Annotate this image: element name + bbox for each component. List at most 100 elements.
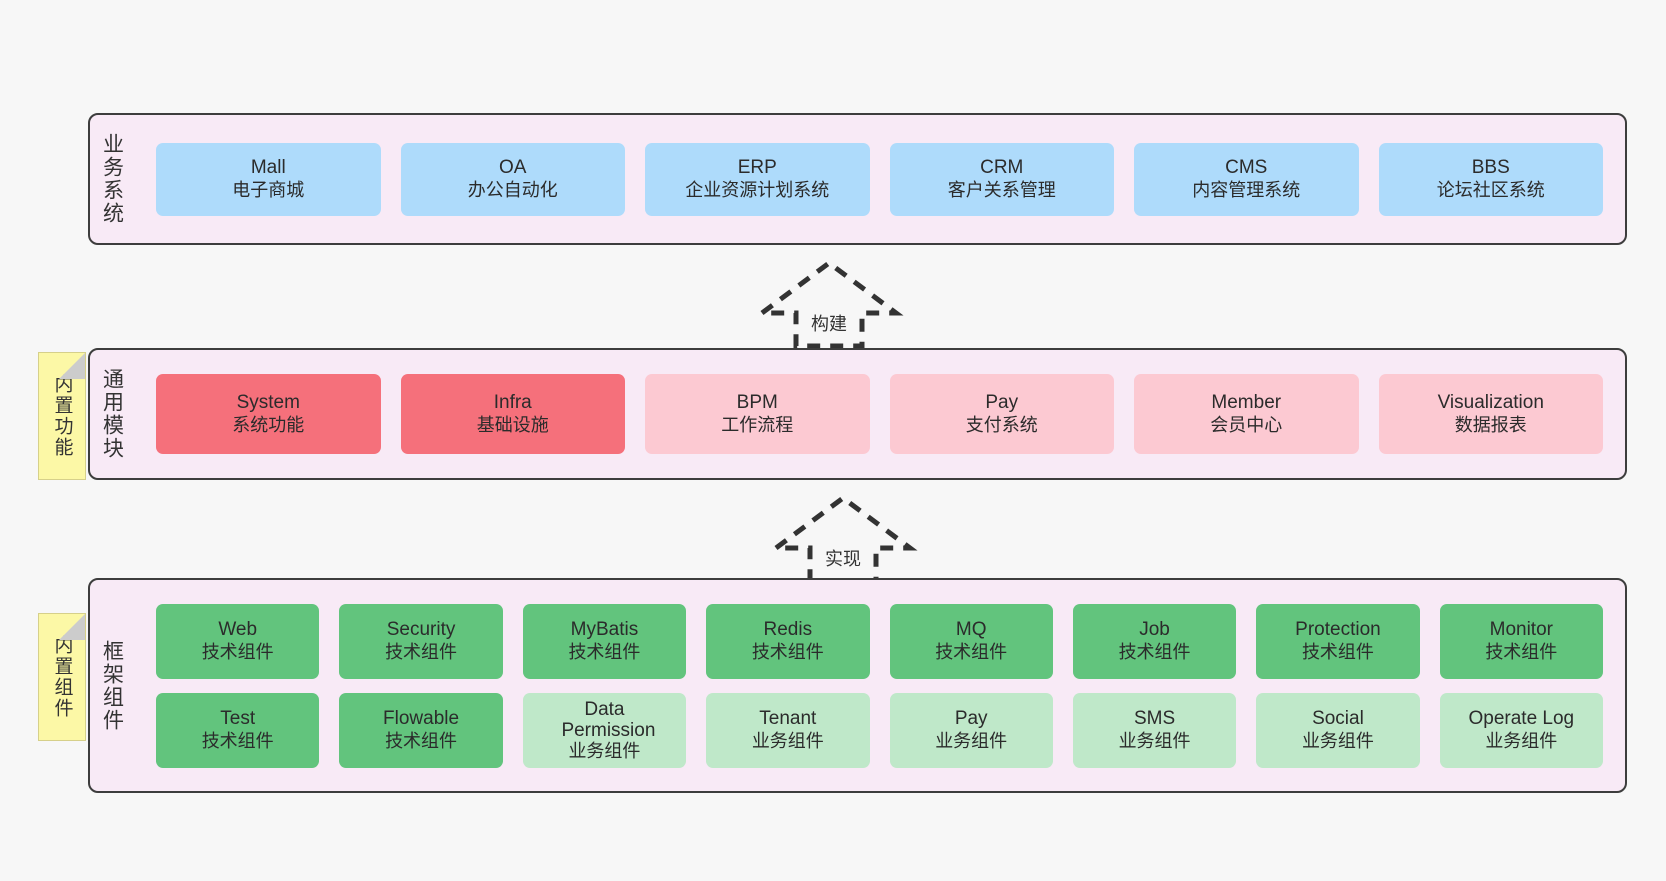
module-card-web[interactable]: Web 技术组件 bbox=[156, 603, 320, 679]
module-card-title: BBS bbox=[1471, 157, 1510, 179]
module-card-subtitle: 支付系统 bbox=[965, 414, 1038, 435]
module-card-title: Data Permission bbox=[561, 698, 656, 741]
module-card-title: ERP bbox=[737, 157, 777, 179]
business-card-row: Mall 电子商城 OA 办公自动化 ERP 企业资源计划系统 CRM 客户关系… bbox=[146, 142, 1613, 216]
module-card-social[interactable]: Social 业务组件 bbox=[1256, 692, 1420, 768]
module-card-title: Pay bbox=[985, 392, 1019, 414]
sticky-note-label: 内置组件 bbox=[51, 635, 73, 719]
module-card-tenant[interactable]: Tenant 业务组件 bbox=[706, 692, 870, 768]
common-card-row: System 系统功能 Infra 基础设施 BPM 工作流程 Pay 支付系统… bbox=[146, 374, 1613, 454]
module-card-cms[interactable]: CMS 内容管理系统 bbox=[1134, 142, 1359, 216]
module-card-title: Job bbox=[1139, 619, 1170, 641]
module-card-title: Web bbox=[218, 619, 258, 641]
module-card-security[interactable]: Security 技术组件 bbox=[339, 603, 503, 679]
layer-business-system: 业务系统 Mall 电子商城 OA 办公自动化 ERP 企业资源计划系统 CRM… bbox=[88, 113, 1627, 245]
module-card-subtitle: 技术组件 bbox=[385, 641, 458, 662]
module-card-subtitle: 企业资源计划系统 bbox=[685, 179, 830, 200]
module-card-title: Flowable bbox=[383, 708, 460, 730]
module-card-mq[interactable]: MQ 技术组件 bbox=[889, 603, 1053, 679]
module-card-system[interactable]: System 系统功能 bbox=[156, 374, 381, 454]
module-card-pay[interactable]: Pay 支付系统 bbox=[889, 374, 1114, 454]
module-card-subtitle: 基础设施 bbox=[476, 414, 549, 435]
module-card-subtitle: 电子商城 bbox=[232, 179, 305, 200]
module-card-title: Tenant bbox=[759, 708, 817, 730]
module-card-visualization[interactable]: Visualization 数据报表 bbox=[1378, 374, 1603, 454]
module-card-subtitle: 论坛社区系统 bbox=[1436, 179, 1545, 200]
layer-framework-component: 框架组件 Web 技术组件 Security 技术组件 MyBatis 技术组件… bbox=[88, 578, 1627, 793]
layer-label-common-module: 通用模块 bbox=[100, 368, 124, 460]
module-card-subtitle: 技术组件 bbox=[1301, 641, 1374, 662]
module-card-monitor[interactable]: Monitor 技术组件 bbox=[1439, 603, 1603, 679]
module-card-data-permission[interactable]: Data Permission 业务组件 bbox=[522, 692, 687, 768]
module-card-subtitle: 业务组件 bbox=[568, 741, 641, 762]
sticky-note-builtin-function: 内置功能 bbox=[38, 352, 86, 480]
module-card-subtitle: 业务组件 bbox=[1301, 730, 1374, 751]
module-card-crm[interactable]: CRM 客户关系管理 bbox=[889, 142, 1114, 216]
module-card-operate-log[interactable]: Operate Log 业务组件 bbox=[1439, 692, 1603, 768]
module-card-subtitle: 工作流程 bbox=[721, 414, 794, 435]
module-card-subtitle: 技术组件 bbox=[201, 641, 274, 662]
module-card-job[interactable]: Job 技术组件 bbox=[1072, 603, 1237, 679]
module-card-subtitle: 技术组件 bbox=[751, 641, 824, 662]
module-card-title: Social bbox=[1312, 708, 1364, 730]
dashed-block-arrow-icon bbox=[768, 494, 918, 584]
module-card-title: CMS bbox=[1225, 157, 1268, 179]
module-card-oa[interactable]: OA 办公自动化 bbox=[400, 142, 625, 216]
layer-body-framework-component: Web 技术组件 Security 技术组件 MyBatis 技术组件 Redi… bbox=[134, 580, 1625, 791]
module-card-protection[interactable]: Protection 技术组件 bbox=[1256, 603, 1420, 679]
module-card-subtitle: 办公自动化 bbox=[467, 179, 558, 200]
module-card-title: Protection bbox=[1295, 619, 1381, 641]
module-card-sms[interactable]: SMS 业务组件 bbox=[1072, 692, 1237, 768]
module-card-title: SMS bbox=[1133, 708, 1176, 730]
module-card-subtitle: 数据报表 bbox=[1454, 414, 1527, 435]
module-card-subtitle: 内容管理系统 bbox=[1192, 179, 1301, 200]
connector-arrow-implement: 实现 bbox=[768, 493, 918, 585]
connector-label-build: 构建 bbox=[811, 314, 847, 334]
module-card-subtitle: 系统功能 bbox=[232, 414, 305, 435]
module-card-erp[interactable]: ERP 企业资源计划系统 bbox=[645, 142, 870, 216]
layer-label-business-system: 业务系统 bbox=[100, 133, 124, 225]
connector-label-implement: 实现 bbox=[825, 549, 861, 569]
module-card-mybatis[interactable]: MyBatis 技术组件 bbox=[522, 603, 687, 679]
module-card-mall[interactable]: Mall 电子商城 bbox=[156, 142, 381, 216]
module-card-member[interactable]: Member 会员中心 bbox=[1134, 374, 1359, 454]
module-card-bbs[interactable]: BBS 论坛社区系统 bbox=[1378, 142, 1603, 216]
module-card-title: CRM bbox=[980, 157, 1024, 179]
module-card-title: System bbox=[236, 392, 300, 414]
module-card-subtitle: 客户关系管理 bbox=[947, 179, 1056, 200]
module-card-subtitle: 业务组件 bbox=[935, 730, 1008, 751]
module-card-title: Infra bbox=[493, 392, 532, 414]
framework-tech-card-row: Web 技术组件 Security 技术组件 MyBatis 技术组件 Redi… bbox=[146, 603, 1613, 679]
layer-common-module: 通用模块 System 系统功能 Infra 基础设施 BPM 工作流程 Pay… bbox=[88, 348, 1627, 480]
layer-body-business-system: Mall 电子商城 OA 办公自动化 ERP 企业资源计划系统 CRM 客户关系… bbox=[134, 115, 1625, 243]
module-card-title: MQ bbox=[955, 619, 987, 641]
module-card-test[interactable]: Test 技术组件 bbox=[156, 692, 320, 768]
module-card-title: Test bbox=[220, 708, 256, 730]
module-card-subtitle: 技术组件 bbox=[1118, 641, 1191, 662]
module-card-bpm[interactable]: BPM 工作流程 bbox=[645, 374, 870, 454]
module-card-title: Mall bbox=[250, 157, 286, 179]
sticky-note-label: 内置功能 bbox=[51, 374, 73, 458]
module-card-subtitle: 技术组件 bbox=[201, 730, 274, 751]
module-card-title: Monitor bbox=[1489, 619, 1553, 641]
layer-body-common-module: System 系统功能 Infra 基础设施 BPM 工作流程 Pay 支付系统… bbox=[134, 350, 1625, 478]
module-card-subtitle: 技术组件 bbox=[935, 641, 1008, 662]
module-card-subtitle: 技术组件 bbox=[385, 730, 458, 751]
connector-arrow-build: 构建 bbox=[754, 258, 904, 350]
dashed-block-arrow-icon bbox=[754, 259, 904, 349]
module-card-title: OA bbox=[499, 157, 527, 179]
module-card-redis[interactable]: Redis 技术组件 bbox=[706, 603, 870, 679]
module-card-subtitle: 技术组件 bbox=[568, 641, 641, 662]
layer-label-framework-component: 框架组件 bbox=[100, 639, 124, 732]
module-card-flowable[interactable]: Flowable 技术组件 bbox=[339, 692, 503, 768]
module-card-subtitle: 会员中心 bbox=[1210, 414, 1283, 435]
module-card-title: Visualization bbox=[1437, 392, 1544, 414]
module-card-infra[interactable]: Infra 基础设施 bbox=[400, 374, 625, 454]
module-card-pay-business[interactable]: Pay 业务组件 bbox=[889, 692, 1053, 768]
framework-business-card-row: Test 技术组件 Flowable 技术组件 Data Permission … bbox=[146, 692, 1613, 768]
module-card-title: Member bbox=[1211, 392, 1282, 414]
module-card-subtitle: 业务组件 bbox=[1485, 730, 1558, 751]
module-card-title: Security bbox=[386, 619, 456, 641]
module-card-title: MyBatis bbox=[570, 619, 639, 641]
module-card-subtitle: 技术组件 bbox=[1485, 641, 1558, 662]
